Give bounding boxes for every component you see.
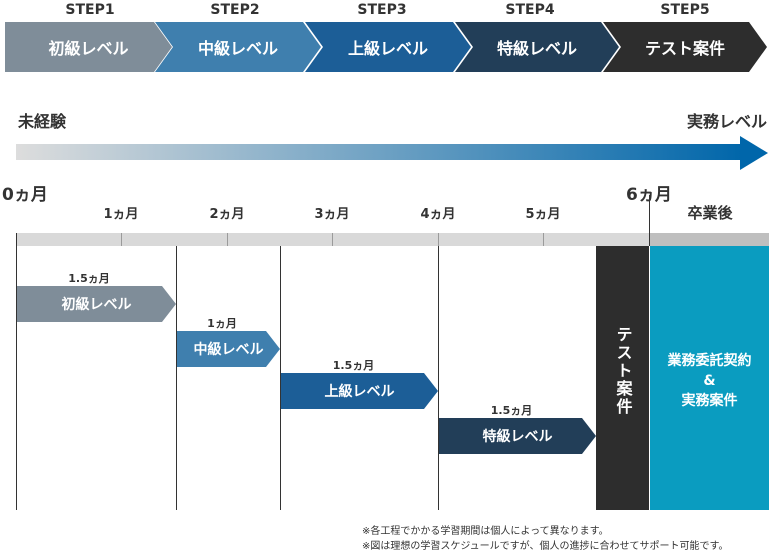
graduate-line-contract: 業務委託契約 (667, 353, 752, 369)
scale-start-label: 未経験 (18, 112, 67, 131)
timeline-start-label: 0ヵ月 (2, 185, 48, 205)
gradient-arrow-head (740, 136, 768, 170)
timeline-month-3: 3ヵ月 (314, 207, 350, 222)
phase-duration: 1.5ヵ月 (490, 404, 533, 417)
phase-bar-advanced: 上級レベル (281, 373, 438, 409)
timeline-month-5: 5ヵ月 (525, 207, 561, 222)
graduate-block: 業務委託契約 & 実務案件 (650, 246, 769, 510)
graduate-line-ampersand: & (703, 373, 716, 389)
timeline-tick (227, 233, 228, 246)
note-line-1: ※各工程でかかる学習期間は個人によって異なります。 (362, 526, 609, 537)
timeline-bar-after (649, 233, 769, 246)
divider-line (649, 195, 650, 246)
step2-label: STEP2 (210, 2, 260, 18)
divider-line (438, 246, 439, 510)
divider-line (280, 246, 281, 510)
timeline-tick (543, 233, 544, 246)
test-project-label: テスト案件 (613, 326, 633, 416)
timeline-month-6: 6ヵ月 (626, 185, 672, 205)
graduate-line-practice: 実務案件 (681, 393, 738, 409)
phase-bar-expert: 特級レベル (439, 418, 596, 454)
step5-chevron: テスト案件 (603, 22, 767, 72)
step5-label: STEP5 (660, 2, 710, 18)
step4-chevron: 特級レベル (455, 22, 619, 72)
phase-duration: 1.5ヵ月 (332, 359, 375, 372)
graduate-label: 卒業後 (687, 204, 733, 222)
note-line-2: ※図は理想の学習スケジュールですが、個人の進捗に合わせてサポート可能です。 (362, 541, 729, 552)
step3-chevron: 上級レベル (305, 22, 471, 72)
phase-bar-beginner: 初級レベル (17, 286, 176, 322)
phase-bar-intermediate: 中級レベル (177, 331, 280, 367)
gradient-arrow-shaft (16, 144, 744, 160)
step2-chevron: 中級レベル (155, 22, 321, 72)
step1-chevron: 初級レベル (5, 22, 172, 72)
timeline-tick (438, 233, 439, 246)
timeline-tick (332, 233, 333, 246)
test-project-block: テスト案件 (596, 246, 649, 510)
step3-label: STEP3 (357, 2, 407, 18)
timeline-tick (121, 233, 122, 246)
divider-line (176, 246, 177, 510)
phase-duration: 1.5ヵ月 (68, 272, 110, 285)
step4-label: STEP4 (505, 2, 555, 18)
step1-label: STEP1 (65, 2, 115, 18)
timeline-month-1: 1ヵ月 (103, 207, 139, 222)
divider-line (16, 233, 17, 510)
scale-end-label: 実務レベル (686, 112, 767, 131)
timeline-month-2: 2ヵ月 (209, 207, 245, 222)
timeline-month-4: 4ヵ月 (420, 207, 456, 222)
phase-duration: 1ヵ月 (207, 317, 237, 330)
